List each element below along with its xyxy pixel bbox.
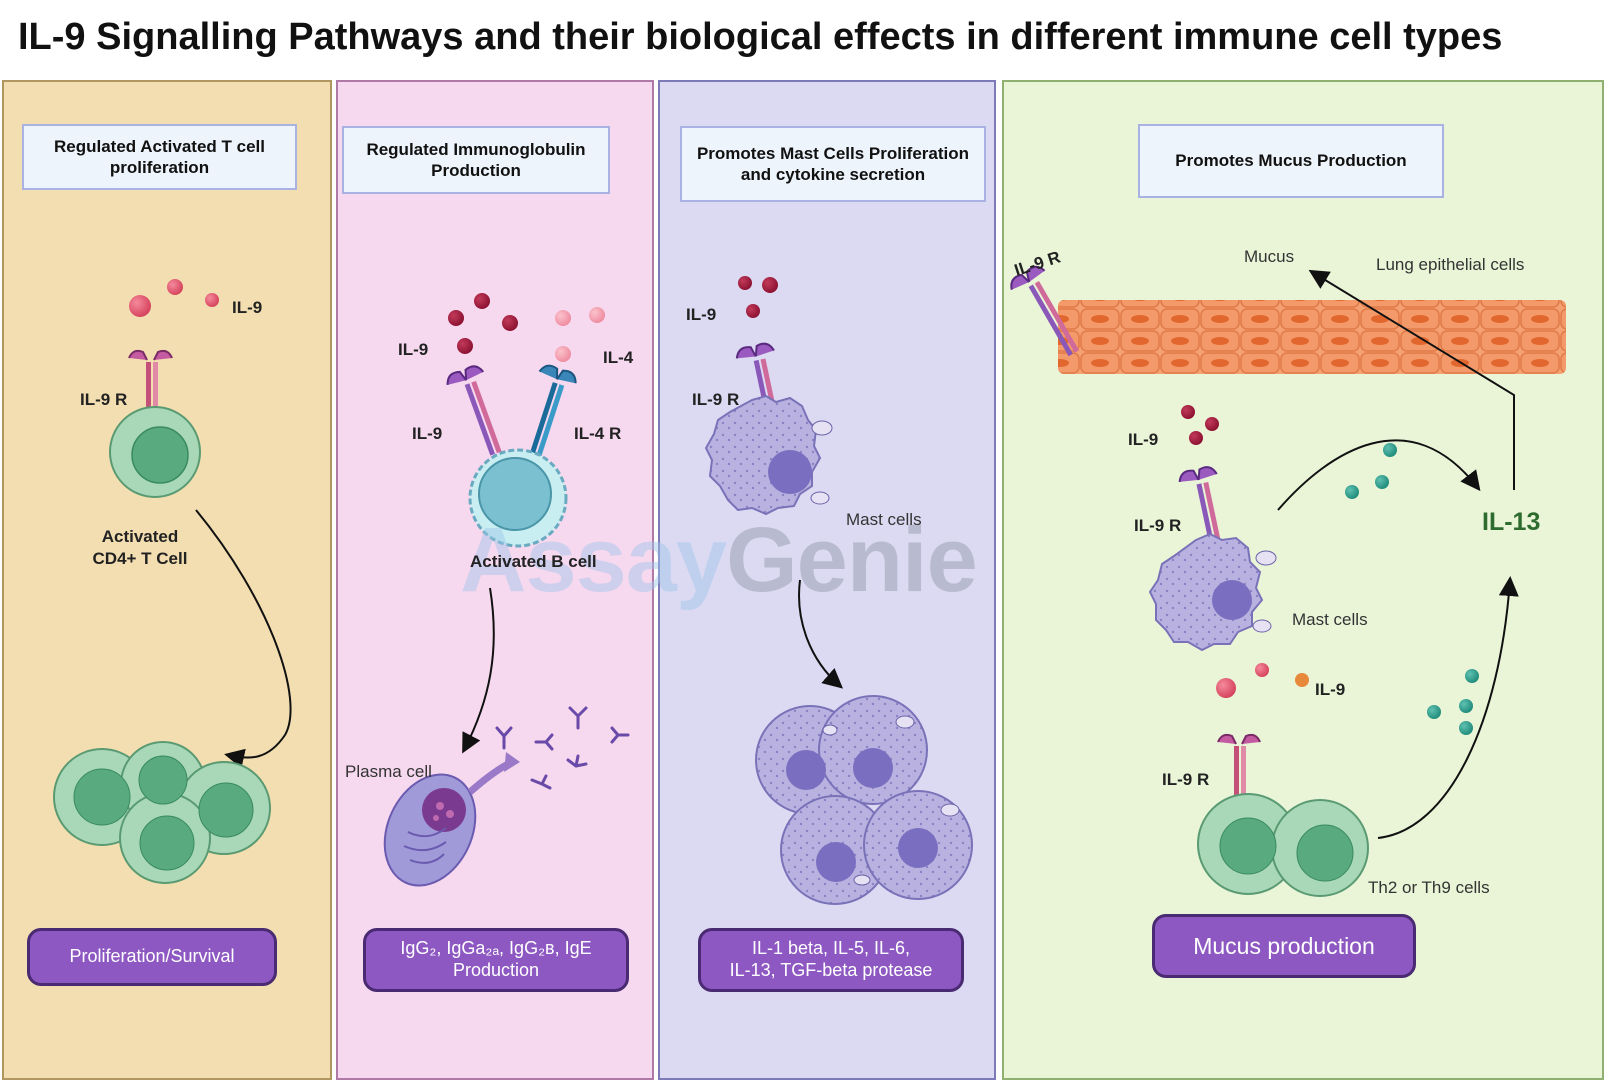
panel-mast-cell [658,80,996,1080]
mast-cell-label-4: Mast cells [1292,610,1368,629]
panel-3-header: Promotes Mast Cells Proliferation and cy… [680,126,986,202]
page-title: IL-9 Signalling Pathways and their biolo… [18,16,1503,58]
lung-epithelial-label: Lung epithelial cells [1376,255,1525,274]
result-proliferation: Proliferation/Survival [27,928,277,986]
il9-top-label: IL-9 [398,340,429,359]
panel-4-header: Promotes Mucus Production [1138,124,1444,198]
mast-cell-label: Mast cells [846,510,922,529]
panel-b-cell [336,80,654,1080]
il9r-th-label: IL-9 R [1162,770,1210,789]
il9r-label: IL-9 R [80,390,128,409]
il9-mast-label: IL-9 [1128,430,1159,449]
il4-label: IL-4 [603,348,634,367]
panel-t-cell [2,80,332,1080]
panel-2-header: Regulated Immunoglobulin Production [342,126,610,194]
plasma-cell-label: Plasma cell [345,762,432,781]
panel-1-header: Regulated Activated T cell proliferation [22,124,297,190]
b-cell-label: Activated B cell [470,552,597,571]
il9r-label-3: IL-9 R [692,390,740,409]
il9-label-3: IL-9 [686,305,717,324]
result-mucus: Mucus production [1152,914,1416,978]
il13-label: IL-13 [1482,508,1541,536]
il9-th-label: IL-9 [1315,680,1346,699]
result-cytokines: IL-1 beta, IL-5, IL-6,IL-13, TGF-beta pr… [698,928,964,992]
watermark: AssayGenie [460,509,978,611]
mucus-label: Mucus [1244,247,1295,266]
th-cells-label: Th2 or Th9 cells [1368,878,1490,897]
t-cell-label: Activated CD4+ T Cell [92,527,188,569]
il9-label: IL-9 [232,298,263,317]
il9r-mast-label: IL-9 R [1134,516,1182,535]
il4r-label: IL-4 R [574,424,622,443]
il9-receptor-label: IL-9 [412,424,443,443]
